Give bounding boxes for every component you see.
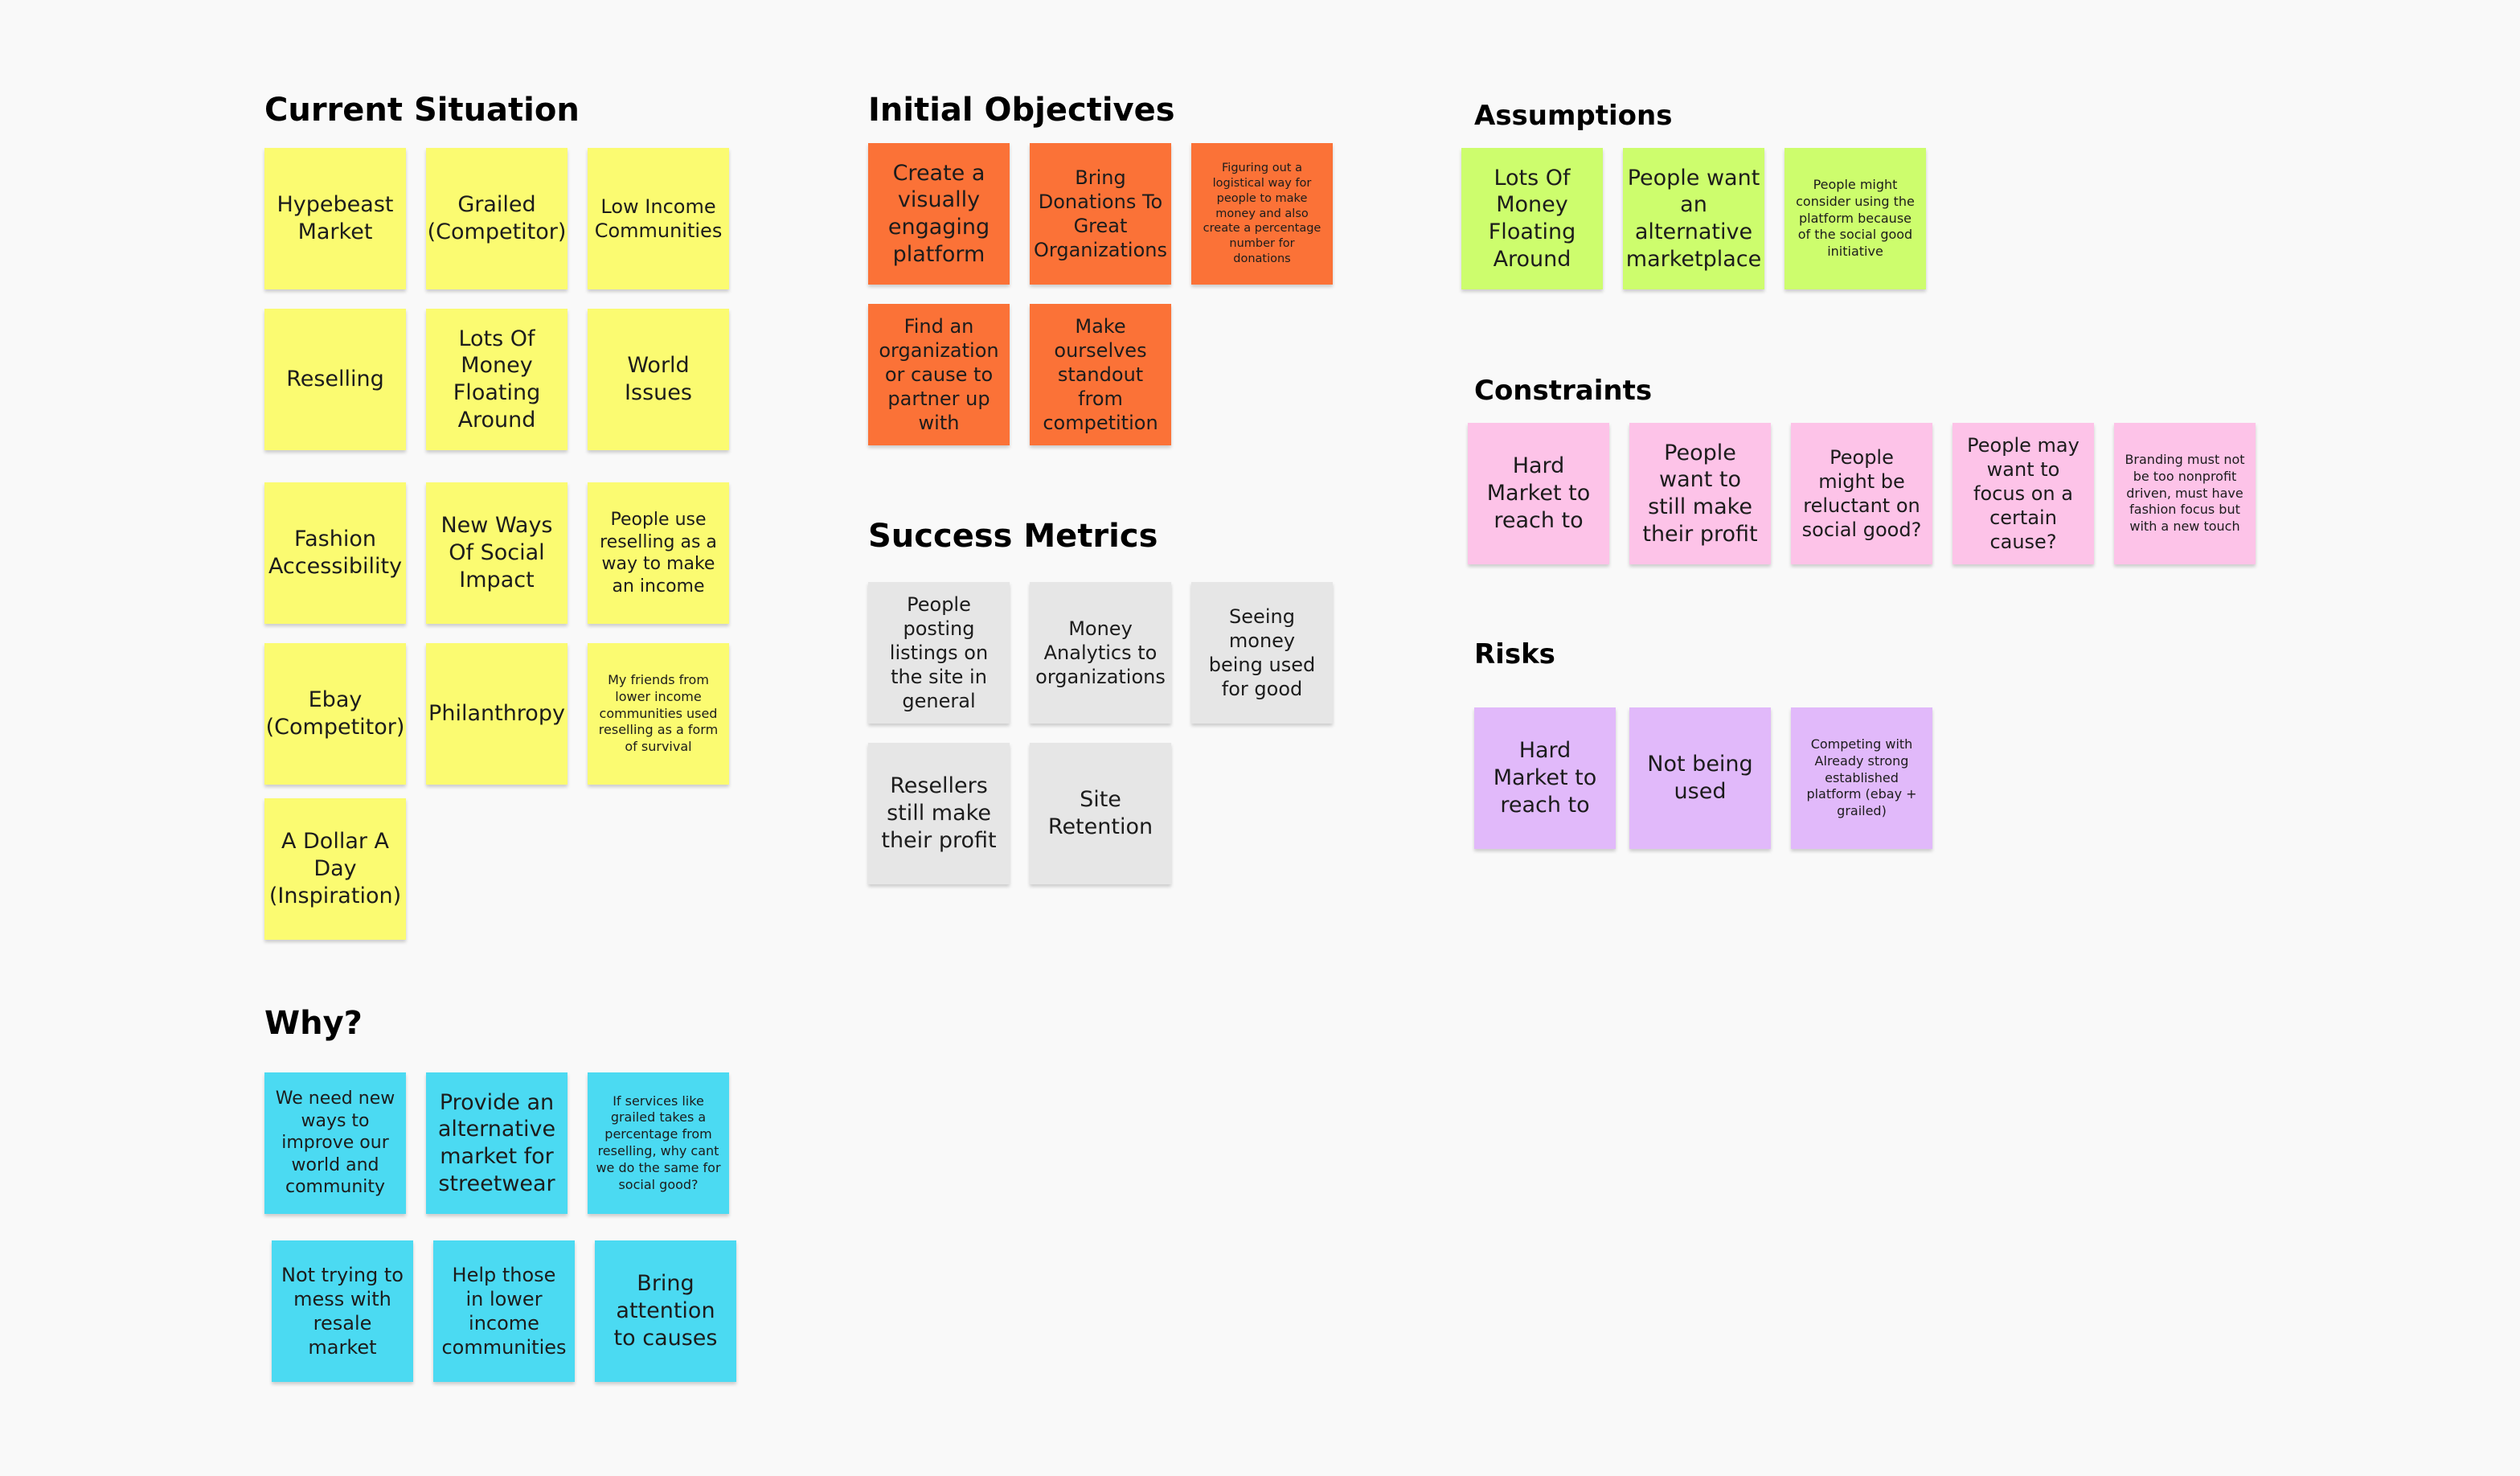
note-text: We need new ways to improve our world an…	[275, 1089, 395, 1198]
sticky-note[interactable]: Find an organization or cause to partner…	[868, 304, 1010, 445]
note-text: Low Income Communities	[594, 195, 723, 242]
note-text: Hypebeast Market	[277, 192, 394, 244]
note-text: My friends from lower income communities…	[598, 672, 719, 755]
note-text: People use reselling as a way to make an…	[600, 510, 717, 597]
sticky-note[interactable]: Reselling	[264, 309, 406, 450]
sticky-note[interactable]: A Dollar A Day (Inspiration)	[264, 798, 406, 940]
sticky-note[interactable]: People might be reluctant on social good…	[1791, 423, 1932, 564]
sticky-note[interactable]: Not trying to mess with resale market	[272, 1240, 413, 1382]
section-title-risks: Risks	[1474, 638, 1555, 670]
note-text: People want an alternative marketplace	[1625, 165, 1762, 272]
note-text: People may want to focus on a certain ca…	[1967, 434, 2080, 553]
note-text: Hard Market to reach to	[1486, 453, 1591, 533]
note-text: Lots Of Money Floating Around	[1488, 165, 1576, 272]
section-title-current-situation: Current Situation	[264, 92, 580, 129]
sticky-note[interactable]: Bring attention to causes	[595, 1240, 736, 1382]
section-title-assumptions: Assumptions	[1474, 100, 1673, 132]
sticky-note[interactable]: Fashion Accessibility	[264, 482, 406, 624]
sticky-note[interactable]: If services like grailed takes a percent…	[588, 1072, 729, 1214]
sticky-note[interactable]: Ebay (Competitor)	[264, 643, 406, 785]
sticky-note[interactable]: Money Analytics to organizations	[1030, 582, 1171, 724]
note-text: Reselling	[286, 367, 384, 392]
sticky-note[interactable]: Hard Market to reach to	[1474, 707, 1616, 849]
section-title-success-metrics: Success Metrics	[868, 518, 1158, 555]
sticky-note[interactable]: We need new ways to improve our world an…	[264, 1072, 406, 1214]
note-text: Provide an alternative market for street…	[437, 1089, 556, 1196]
note-text: Figuring out a logistical way for people…	[1203, 162, 1321, 266]
section-title-why: Why?	[264, 1005, 363, 1042]
sticky-note[interactable]: Provide an alternative market for street…	[426, 1072, 568, 1214]
sticky-note[interactable]: Grailed (Competitor)	[426, 148, 568, 289]
sticky-note[interactable]: Help those in lower income communities	[433, 1240, 575, 1382]
note-text: People posting listings on the site in g…	[889, 593, 989, 712]
sticky-note[interactable]: Competing with Already strong establishe…	[1791, 707, 1932, 849]
sticky-note[interactable]: World Issues	[588, 309, 729, 450]
note-text: Hard Market to reach to	[1493, 738, 1597, 818]
note-text: Help those in lower income communities	[441, 1264, 567, 1359]
note-text: Bring attention to causes	[613, 1271, 718, 1351]
note-text: Not trying to mess with resale market	[281, 1264, 404, 1359]
note-text: People might be reluctant on social good…	[1801, 446, 1922, 541]
sticky-note[interactable]: Resellers still make their profit	[868, 743, 1010, 884]
sticky-note[interactable]: People might consider using the platform…	[1784, 148, 1926, 289]
note-text: Fashion Accessibility	[268, 527, 403, 579]
sticky-note[interactable]: Not being used	[1629, 707, 1771, 849]
note-text: People might consider using the platform…	[1796, 177, 1915, 260]
note-text: Resellers still make their profit	[881, 773, 997, 853]
section-title-initial-objectives: Initial Objectives	[868, 92, 1175, 129]
note-text: Site Retention	[1047, 787, 1153, 839]
sticky-note[interactable]: People use reselling as a way to make an…	[588, 482, 729, 624]
sticky-note[interactable]: People want to still make their profit	[1629, 423, 1771, 564]
sticky-note[interactable]: My friends from lower income communities…	[588, 643, 729, 785]
note-text: If services like grailed takes a percent…	[596, 1093, 721, 1192]
sticky-note[interactable]: Make ourselves standout from competition	[1030, 304, 1171, 445]
note-text: Bring Donations To Great Organizations	[1034, 166, 1167, 261]
sticky-note[interactable]: Figuring out a logistical way for people…	[1191, 143, 1333, 285]
note-text: Grailed (Competitor)	[427, 192, 567, 244]
note-text: Make ourselves standout from competition	[1043, 315, 1158, 434]
note-text: Ebay (Competitor)	[265, 687, 405, 740]
sticky-note[interactable]: Site Retention	[1030, 743, 1171, 884]
note-text: Seeing money being used for good	[1208, 605, 1316, 700]
note-text: Lots Of Money Floating Around	[453, 326, 541, 433]
sticky-note[interactable]: People may want to focus on a certain ca…	[1952, 423, 2094, 564]
note-text: New Ways Of Social Impact	[440, 513, 553, 592]
note-text: Competing with Already strong establishe…	[1806, 736, 1917, 819]
note-text: World Issues	[625, 353, 692, 405]
note-text: Branding must not be too nonprofit drive…	[2125, 452, 2245, 535]
sticky-note[interactable]: Create a visually engaging platform	[868, 143, 1010, 285]
note-text: Find an organization or cause to partner…	[879, 315, 999, 434]
sticky-note[interactable]: Branding must not be too nonprofit drive…	[2114, 423, 2256, 564]
sticky-note[interactable]: Lots Of Money Floating Around	[1461, 148, 1603, 289]
sticky-note[interactable]: Low Income Communities	[588, 148, 729, 289]
note-text: Money Analytics to organizations	[1035, 617, 1166, 688]
note-text: A Dollar A Day (Inspiration)	[268, 829, 402, 908]
sticky-note[interactable]: New Ways Of Social Impact	[426, 482, 568, 624]
section-title-constraints: Constraints	[1474, 375, 1653, 407]
note-text: Philanthropy	[428, 701, 565, 727]
sticky-note[interactable]: Seeing money being used for good	[1191, 582, 1333, 724]
sticky-note[interactable]: People posting listings on the site in g…	[868, 582, 1010, 724]
sticky-note[interactable]: Lots Of Money Floating Around	[426, 309, 568, 450]
sticky-note[interactable]: Hypebeast Market	[264, 148, 406, 289]
note-text: Not being used	[1647, 752, 1753, 804]
sticky-note[interactable]: Philanthropy	[426, 643, 568, 785]
sticky-note[interactable]: Hard Market to reach to	[1468, 423, 1609, 564]
sticky-note[interactable]: People want an alternative marketplace	[1623, 148, 1764, 289]
note-text: People want to still make their profit	[1642, 440, 1758, 547]
sticky-note[interactable]: Bring Donations To Great Organizations	[1030, 143, 1171, 285]
note-text: Create a visually engaging platform	[887, 160, 990, 267]
